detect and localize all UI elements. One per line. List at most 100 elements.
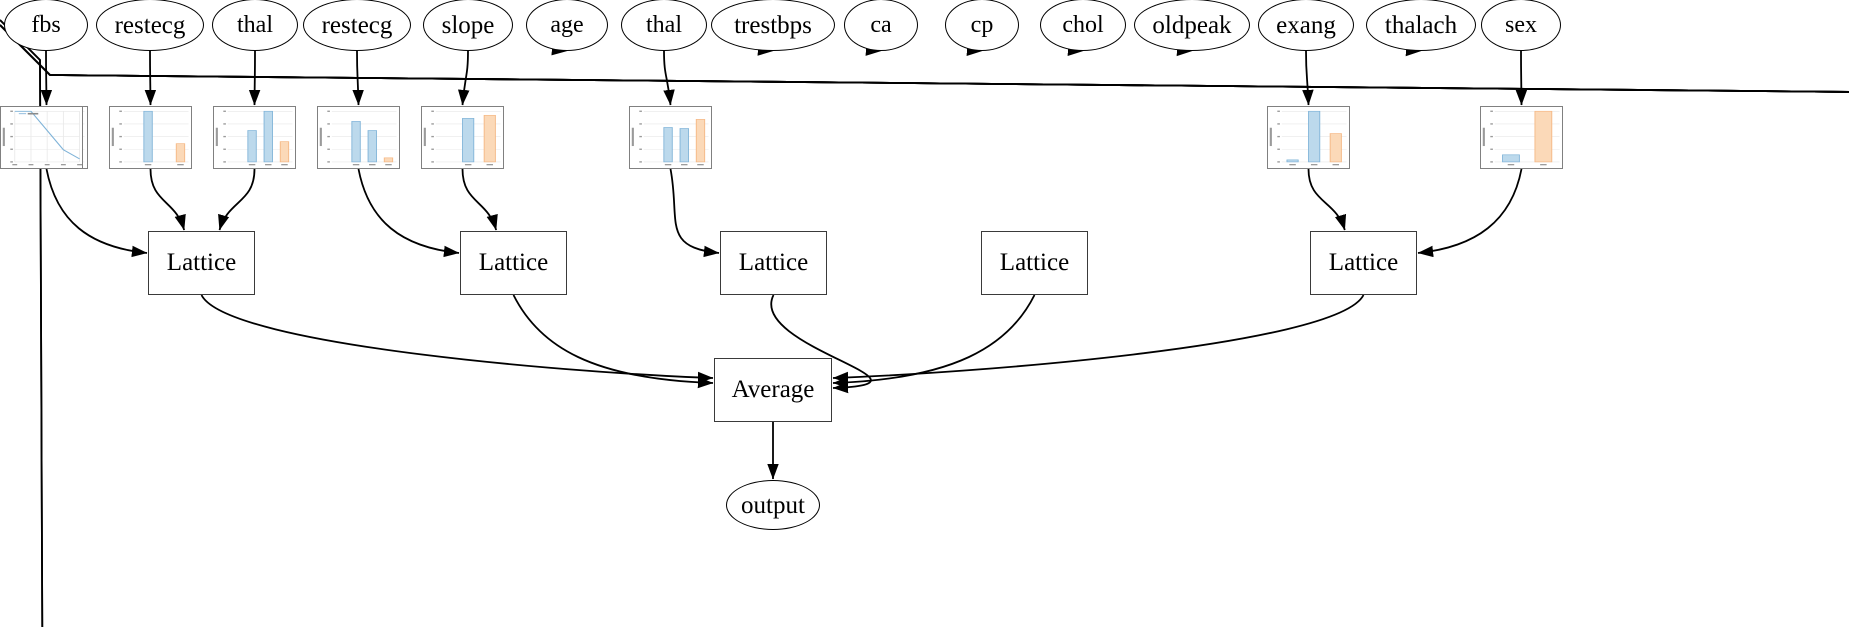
average-node-label: Average xyxy=(731,376,815,403)
bar-missing xyxy=(1329,133,1342,163)
graph-edge xyxy=(40,50,53,106)
calibrator-chart xyxy=(631,110,709,166)
bar-observed xyxy=(351,121,361,163)
input-node-label: chol xyxy=(1062,12,1104,38)
lattice-node-label: Lattice xyxy=(1328,249,1399,276)
graph-edge xyxy=(352,50,364,106)
input-node-ca[interactable]: ca xyxy=(844,0,918,51)
calibrator-chart xyxy=(319,110,397,166)
average-node[interactable]: Average xyxy=(714,358,832,422)
input-node-restecg2[interactable]: restecg xyxy=(303,0,411,51)
graph-edge xyxy=(458,50,470,106)
output-node[interactable]: output xyxy=(726,480,820,530)
input-node-label: slope xyxy=(441,11,495,39)
lattice-node-lattice-3[interactable]: Lattice xyxy=(720,231,827,295)
graph-edge xyxy=(45,168,148,258)
calibrator-plot-slope[interactable] xyxy=(421,106,504,169)
calibrator-plot-thal1[interactable] xyxy=(213,106,296,169)
graph-edge xyxy=(149,168,186,231)
bar-observed xyxy=(1502,154,1520,163)
graph-edge xyxy=(461,168,498,231)
bar-missing xyxy=(383,157,394,163)
graph-edge xyxy=(832,294,1036,389)
input-node-label: thal xyxy=(646,12,682,38)
bar-observed xyxy=(143,110,153,163)
graph-edge xyxy=(832,294,1365,384)
input-node-label: ca xyxy=(870,12,892,38)
calibrator-plot-thalach[interactable] xyxy=(0,106,83,169)
input-node-label: age xyxy=(550,12,584,38)
input-node-label: fbs xyxy=(31,12,61,38)
input-node-thalach[interactable]: thalach xyxy=(1366,0,1476,51)
calibrator-chart xyxy=(1482,110,1560,166)
calibrator-plot-exang[interactable] xyxy=(1267,106,1350,169)
lattice-node-label: Lattice xyxy=(999,249,1070,276)
graph-edge xyxy=(1307,168,1347,231)
bar-observed xyxy=(462,118,475,163)
calibrator-plot-thal2[interactable] xyxy=(629,106,712,169)
bar-missing xyxy=(1534,110,1553,163)
lattice-node-label: Lattice xyxy=(478,249,549,276)
calibrator-plot-sex[interactable] xyxy=(1480,106,1563,169)
input-node-label: sex xyxy=(1505,12,1537,38)
lattice-node-label: Lattice xyxy=(166,249,237,276)
bar-observed xyxy=(663,127,673,163)
input-node-label: restecg xyxy=(321,11,393,39)
graph-edge xyxy=(1302,50,1314,106)
input-node-sex[interactable]: sex xyxy=(1481,0,1561,51)
graph-edge xyxy=(218,168,256,231)
bar-missing xyxy=(279,141,290,163)
bar-observed xyxy=(367,130,377,163)
input-node-oldpeak[interactable]: oldpeak xyxy=(1134,0,1250,51)
input-node-thal2[interactable]: thal xyxy=(621,0,707,51)
lattice-node-lattice-1[interactable]: Lattice xyxy=(148,231,255,295)
input-node-label: cp xyxy=(970,12,994,38)
graph-edge xyxy=(1417,168,1523,258)
graph-edge xyxy=(1515,50,1528,106)
bar-missing xyxy=(695,119,706,163)
calibrator-chart xyxy=(111,110,189,166)
bar-observed xyxy=(1308,110,1321,163)
input-node-label: trestbps xyxy=(734,11,812,39)
graph-edge xyxy=(144,50,157,106)
bar-missing xyxy=(483,114,496,163)
input-node-trestbps[interactable]: trestbps xyxy=(711,0,835,51)
input-node-label: exang xyxy=(1276,11,1336,39)
input-node-age[interactable]: age xyxy=(526,0,608,51)
bar-observed xyxy=(679,128,689,163)
input-node-label: restecg xyxy=(114,11,186,39)
input-node-chol[interactable]: chol xyxy=(1040,0,1126,51)
lattice-node-lattice-5[interactable]: Lattice xyxy=(1310,231,1417,295)
lattice-node-lattice-2[interactable]: Lattice xyxy=(460,231,567,295)
legend-label-observed xyxy=(27,112,39,115)
graph-edge xyxy=(669,168,720,258)
graph-edge xyxy=(200,294,714,384)
graph-edge xyxy=(663,50,675,106)
input-node-slope[interactable]: slope xyxy=(423,0,513,51)
input-node-restecg1[interactable]: restecg xyxy=(96,0,204,51)
input-node-thal1[interactable]: thal xyxy=(212,0,298,51)
bar-missing xyxy=(175,143,186,163)
bar-observed xyxy=(247,130,257,163)
input-node-label: thal xyxy=(237,12,273,38)
output-node-label: output xyxy=(741,491,805,519)
bar-observed xyxy=(1286,159,1299,163)
graph-edge xyxy=(248,50,261,106)
bar-observed xyxy=(263,110,273,163)
line-observed xyxy=(14,110,80,160)
calibrator-chart xyxy=(2,110,82,166)
input-node-exang[interactable]: exang xyxy=(1258,0,1354,51)
input-node-label: oldpeak xyxy=(1152,11,1232,39)
graph-edge xyxy=(512,294,714,389)
calibrator-plot-restecg1[interactable] xyxy=(109,106,192,169)
input-node-cp[interactable]: cp xyxy=(945,0,1019,51)
lattice-node-lattice-4[interactable]: Lattice xyxy=(981,231,1088,295)
calibrator-chart xyxy=(423,110,501,166)
lattice-node-label: Lattice xyxy=(738,249,809,276)
input-node-fbs[interactable]: fbs xyxy=(4,0,88,51)
calibrator-chart xyxy=(215,110,293,166)
calibrator-plot-restecg2[interactable] xyxy=(317,106,400,169)
calibrator-chart xyxy=(1269,110,1347,166)
